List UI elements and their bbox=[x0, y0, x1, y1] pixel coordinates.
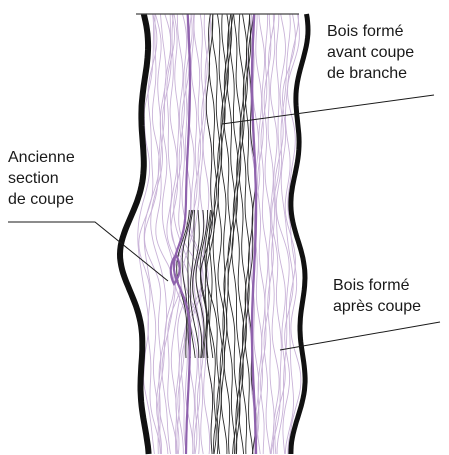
label-wood-after-cut: Bois formé après coupe bbox=[333, 275, 421, 317]
label-line: de branche bbox=[327, 63, 449, 84]
wood-grain-line bbox=[162, 14, 176, 454]
label-line: avant coupe bbox=[327, 42, 449, 63]
wood-grain-line bbox=[151, 14, 167, 454]
leader-line-wood-after bbox=[280, 322, 440, 350]
label-line: Bois formé bbox=[327, 21, 449, 42]
label-line: Ancienne bbox=[8, 147, 75, 168]
label-line: de coupe bbox=[8, 189, 75, 210]
label-line: section bbox=[8, 168, 75, 189]
label-line: Bois formé bbox=[333, 275, 421, 296]
label-old-cut-section: Ancienne section de coupe bbox=[8, 147, 75, 210]
bark-right-edge bbox=[291, 14, 308, 454]
label-wood-before-cut: Bois formé avant coupe de branche bbox=[327, 21, 449, 84]
label-line: après coupe bbox=[333, 296, 421, 317]
leader-line-wood-before bbox=[222, 95, 434, 124]
